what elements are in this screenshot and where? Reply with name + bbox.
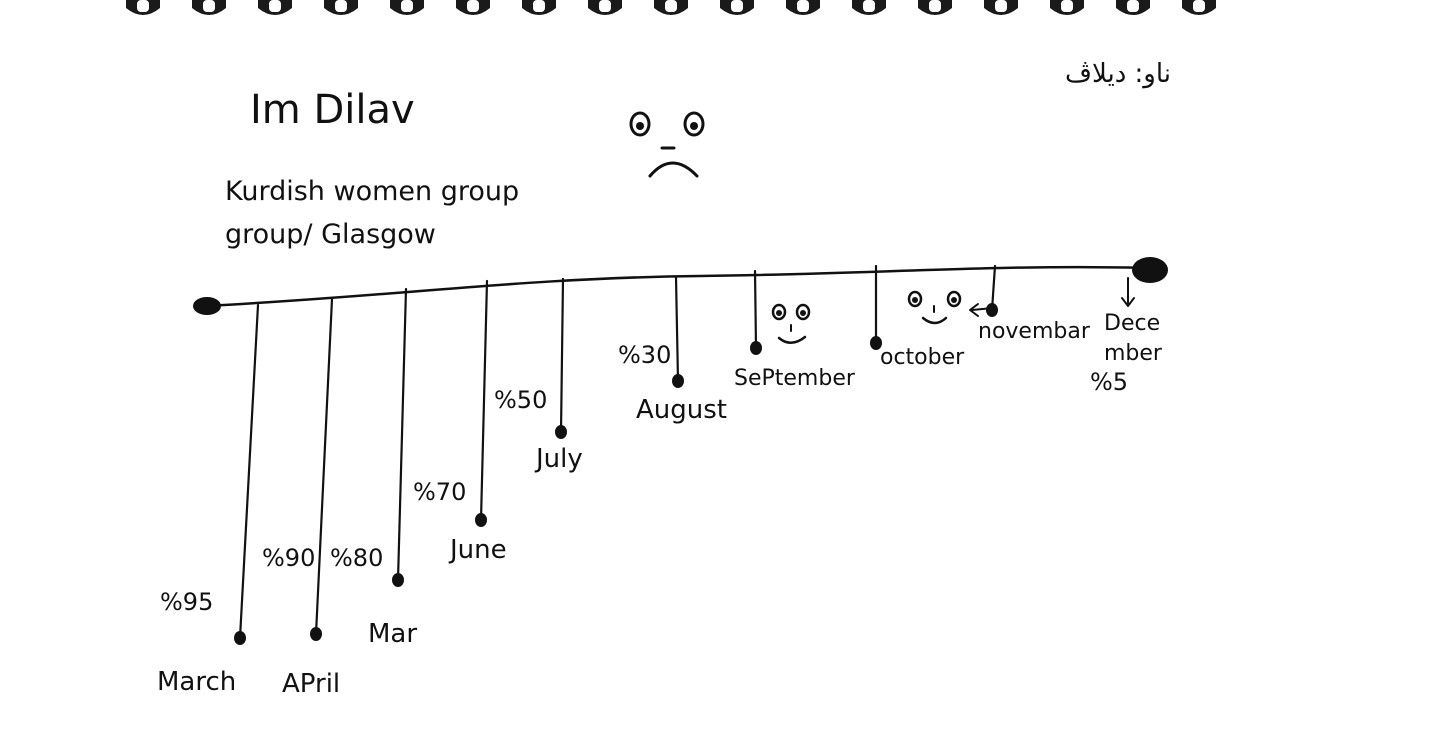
timeline-point — [986, 303, 998, 317]
timeline-point — [392, 573, 404, 587]
month-label: novembar — [978, 319, 1091, 344]
timeline-stem — [479, 279, 489, 522]
timeline-stem — [314, 297, 334, 636]
author-name: Im Dilav — [250, 87, 415, 133]
group-line-1: Kurdish women group — [225, 176, 519, 207]
timeline-stem — [559, 277, 565, 434]
percent-label: %30 — [618, 341, 671, 369]
timeline-stem — [990, 264, 997, 312]
percent-label: %50 — [494, 386, 547, 414]
arrow-down-icon — [1121, 277, 1135, 307]
timeline-point — [870, 336, 882, 350]
timeline-point — [555, 425, 567, 439]
timeline-end-dot — [1132, 257, 1168, 283]
month-label: october — [880, 345, 965, 370]
month-label: SePtember — [734, 366, 856, 391]
month-label: Mar — [368, 619, 417, 649]
percent-label: %95 — [160, 588, 213, 616]
author-name-kurdish: ناو: دیلاڤ — [1065, 59, 1171, 89]
timeline-point — [672, 374, 684, 388]
percent-label: %90 — [262, 544, 315, 572]
month-label: Dece — [1104, 311, 1160, 336]
month-label: July — [534, 444, 583, 474]
timeline-stem — [674, 275, 680, 383]
month-label-line2: mber — [1104, 341, 1163, 366]
timeline-start-dot — [193, 297, 221, 315]
timeline-point — [475, 513, 487, 527]
timeline-axis — [203, 265, 1152, 308]
timeline-stem — [238, 303, 260, 640]
month-label: APril — [282, 669, 340, 699]
timeline-stem — [396, 287, 408, 582]
timeline-point — [234, 631, 246, 645]
timeline-point — [750, 341, 762, 355]
group-line-2: group/ Glasgow — [225, 219, 436, 250]
timeline-point — [310, 627, 322, 641]
smiley-face-icon — [907, 290, 962, 325]
percent-label: %80 — [330, 544, 383, 572]
arrow-left-icon — [969, 303, 994, 317]
month-label: August — [636, 395, 727, 425]
month-label: June — [448, 535, 507, 565]
sad-face-icon — [629, 111, 705, 178]
month-label: March — [157, 667, 236, 697]
smiley-face-icon — [771, 303, 811, 344]
percent-label: %5 — [1090, 368, 1128, 396]
timeline-stem — [753, 269, 758, 350]
percent-label: %70 — [413, 478, 466, 506]
spiral-binding-icon — [126, 0, 1216, 15]
